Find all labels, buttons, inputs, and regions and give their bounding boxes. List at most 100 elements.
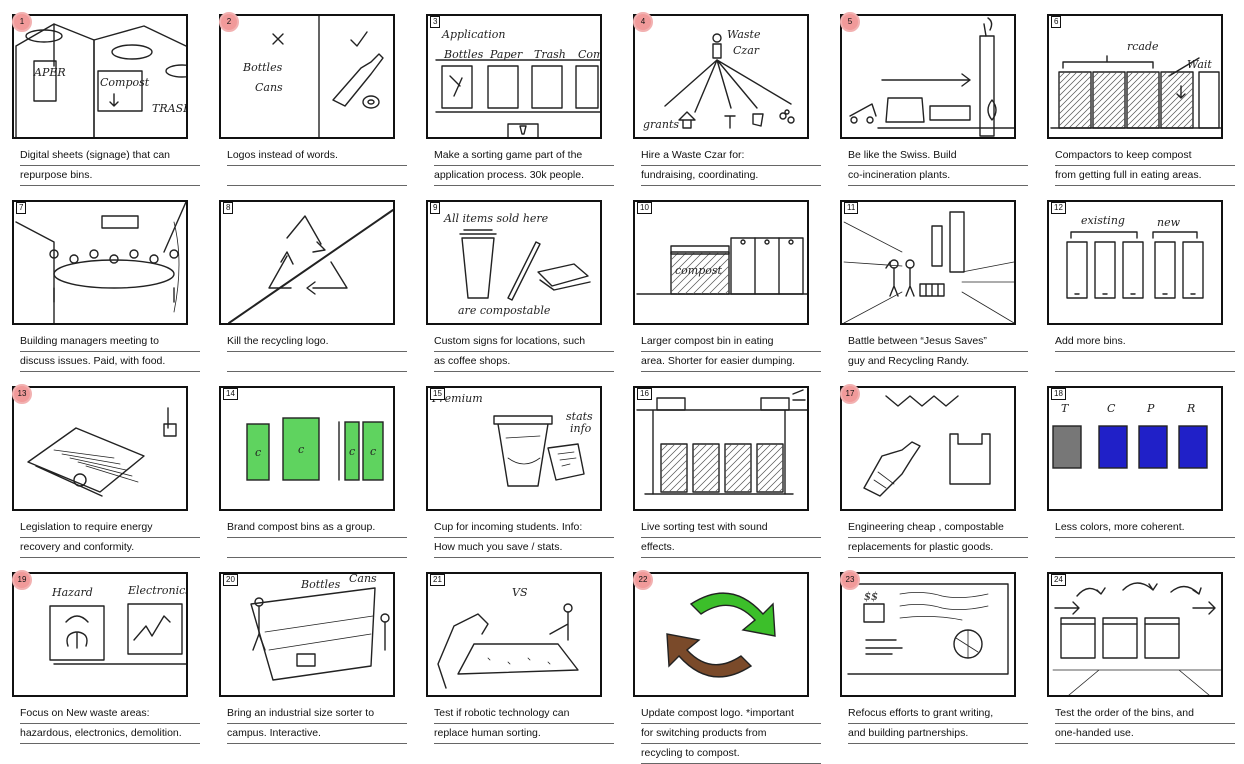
svg-text:Paper: Paper bbox=[489, 48, 523, 61]
caption-line: Hire a Waste Czar for: bbox=[641, 146, 821, 166]
svg-text:Czar: Czar bbox=[733, 44, 760, 57]
panel-number: 9 bbox=[430, 202, 441, 214]
caption-line: for switching products from bbox=[641, 724, 821, 744]
sketch-frame bbox=[12, 200, 188, 325]
sketch-frame bbox=[840, 14, 1016, 139]
svg-text:c: c bbox=[255, 446, 261, 459]
caption-line bbox=[227, 538, 407, 558]
svg-text:Application: Application bbox=[441, 28, 505, 41]
compostable-goods-icon bbox=[863, 395, 991, 497]
caption-line bbox=[227, 352, 407, 372]
svg-text:Wait: Wait bbox=[1187, 58, 1212, 71]
caption-line: Larger compost bin in eating bbox=[641, 332, 821, 352]
caption-line bbox=[227, 166, 407, 186]
caption-line bbox=[1055, 538, 1235, 558]
caption-line: Update compost logo. *important bbox=[641, 704, 821, 724]
panel-number: 24 bbox=[1051, 574, 1066, 586]
caption-line: fundraising, coordinating. bbox=[641, 166, 821, 186]
svg-text:VS: VS bbox=[512, 586, 528, 599]
svg-text:Bottles: Bottles bbox=[443, 48, 484, 61]
caption-line: Digital sheets (signage) that can bbox=[20, 146, 200, 166]
svg-text:compost: compost bbox=[675, 264, 723, 277]
panel-number: 21 bbox=[430, 574, 445, 586]
caption-line: effects. bbox=[641, 538, 821, 558]
caption-line: How much you save / stats. bbox=[434, 538, 614, 558]
incineration-plant-icon bbox=[849, 17, 1014, 137]
svg-text:TRASH: TRASH bbox=[152, 102, 186, 115]
svg-text:c: c bbox=[370, 445, 376, 458]
sketch-frame bbox=[633, 386, 809, 511]
svg-text:$$: $$ bbox=[864, 590, 878, 603]
caption: Brand compost bins as a group. bbox=[227, 518, 407, 558]
caption-line: Less colors, more coherent. bbox=[1055, 518, 1235, 538]
svg-text:grants: grants bbox=[643, 118, 679, 131]
panel-number: 20 bbox=[223, 574, 238, 586]
sorting-game-icon: Application BottlesPaperTrashCompost bbox=[435, 28, 600, 137]
caption-line: discuss issues. Paid, with food. bbox=[20, 352, 200, 372]
sketch-frame: VS bbox=[426, 572, 602, 697]
svg-text:info: info bbox=[570, 422, 592, 435]
caption: Less colors, more coherent. bbox=[1055, 518, 1235, 558]
caption-line: co-incineration plants. bbox=[848, 166, 1028, 186]
bins-with-signage-icon: APER Compost TRASH bbox=[15, 23, 186, 137]
panel-number: 10 bbox=[637, 202, 652, 214]
svg-text:Compost: Compost bbox=[100, 76, 150, 89]
caption-line: one-handed use. bbox=[1055, 724, 1235, 744]
coffee-sign-icon: All items sold here are compostable bbox=[443, 212, 591, 317]
sketch-frame bbox=[840, 200, 1016, 325]
large-compost-bin-icon: compost bbox=[636, 237, 807, 295]
svg-text:Waste: Waste bbox=[727, 28, 761, 41]
caption-line: application process. 30k people. bbox=[434, 166, 614, 186]
caption: Refocus efforts to grant writing,and bui… bbox=[848, 704, 1028, 744]
caption-line: campus. Interactive. bbox=[227, 724, 407, 744]
panel-number: 6 bbox=[1051, 16, 1062, 28]
sketch-frame: APER Compost TRASH bbox=[12, 14, 188, 139]
highlighted-panel-number: 23 bbox=[840, 570, 860, 590]
svg-text:Electronics: Electronics bbox=[127, 584, 186, 597]
svg-text:Cans: Cans bbox=[255, 81, 283, 94]
caption-line: Refocus efforts to grant writing, bbox=[848, 704, 1028, 724]
svg-text:new: new bbox=[1157, 216, 1181, 229]
caption-line: Test if robotic technology can bbox=[434, 704, 614, 724]
caption-line: Live sorting test with sound bbox=[641, 518, 821, 538]
caption-line: Be like the Swiss. Build bbox=[848, 146, 1028, 166]
svg-text:APER: APER bbox=[33, 66, 66, 79]
highlighted-panel-number: 1 bbox=[12, 12, 32, 32]
caption-line: guy and Recycling Randy. bbox=[848, 352, 1028, 372]
caption: Add more bins. bbox=[1055, 332, 1235, 372]
sketch-frame bbox=[633, 572, 809, 697]
caption-line: Focus on New waste areas: bbox=[20, 704, 200, 724]
caption-line: Legislation to require energy bbox=[20, 518, 200, 538]
caption: Hire a Waste Czar for:fundraising, coord… bbox=[641, 146, 821, 186]
svg-text:C: C bbox=[1107, 402, 1116, 415]
svg-text:T: T bbox=[1061, 402, 1070, 415]
panel-number: 16 bbox=[637, 388, 652, 400]
caption-line bbox=[1055, 352, 1235, 372]
svg-text:All items sold here: All items sold here bbox=[443, 212, 549, 225]
caption-line: Kill the recycling logo. bbox=[227, 332, 407, 352]
